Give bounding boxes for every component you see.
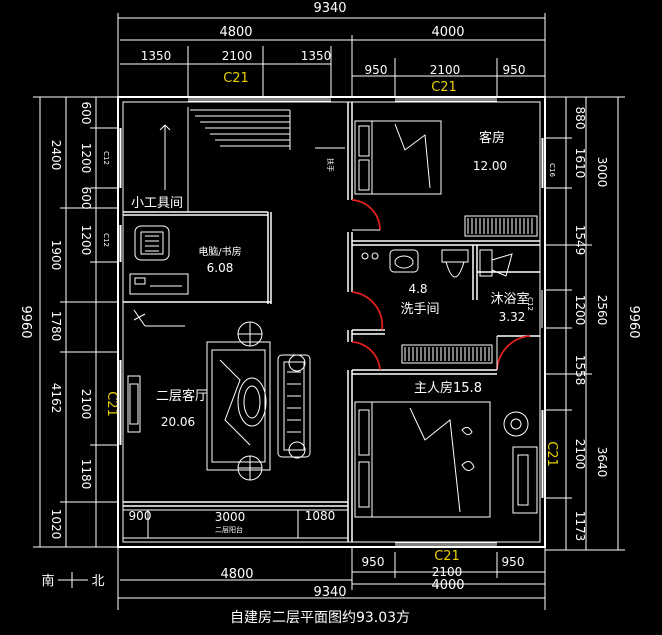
left-seg-b5: 2100 (79, 389, 93, 420)
interior-walls (123, 102, 540, 542)
balcony-seg-2: 3000 (215, 510, 246, 524)
left-seg-a5: 1020 (49, 509, 63, 540)
door-swings (351, 199, 531, 371)
top-left-dim: 4800 (219, 25, 252, 40)
exterior-walls (117, 96, 546, 548)
left-seg-b6: 1180 (79, 459, 93, 490)
compass-north: 北 (91, 574, 104, 589)
master-decor (461, 411, 538, 514)
bottom-dimension-lines (117, 547, 546, 610)
windows (119, 98, 544, 546)
left-seg-b1: 600 (79, 102, 93, 125)
bath-room-area: 3.32 (499, 310, 526, 324)
drawing-caption: 自建房二层平面图约93.03方 (230, 610, 410, 626)
wash-room-area: 4.8 (408, 282, 427, 296)
bottom-right-dim: 4000 (431, 578, 464, 593)
right-seg-b7: 1173 (573, 511, 587, 542)
wash-fixtures (361, 249, 513, 364)
tool-room-name: 小工具间 (131, 196, 183, 211)
right-total-dim: 9960 (626, 305, 641, 338)
guest-wardrobe (464, 215, 538, 237)
master-bed (354, 401, 491, 518)
window-label-c21-top-left: C21 (223, 71, 249, 86)
guest-room-area: 12.00 (473, 159, 507, 173)
compass-south: 南 (41, 573, 54, 589)
living-room-name: 二层客厅 (156, 388, 208, 404)
window-label-c21-bottom: C21 (434, 549, 460, 564)
top-seg-5: 2100 (430, 63, 461, 77)
door-leaves (352, 229, 498, 371)
guest-bed (354, 120, 442, 195)
window-label-c16: C16 (548, 163, 556, 177)
right-seg-b3: 1549 (573, 225, 587, 256)
compass-marker (58, 572, 88, 588)
right-seg-b5: 1558 (573, 355, 587, 386)
balcony-seg-1: 900 (129, 509, 152, 523)
left-seg-b4: 1200 (79, 225, 93, 256)
guest-room-name: 客房 (479, 130, 505, 146)
top-seg-6: 950 (503, 63, 526, 77)
left-seg-b2: 1200 (79, 143, 93, 174)
bottom-seg-5: 2100 (432, 565, 463, 579)
left-total-dim: 9960 (18, 305, 33, 338)
wall-notes (133, 309, 185, 327)
window-label-c21-left: C21 (104, 391, 119, 417)
right-seg-b6: 2100 (573, 439, 587, 470)
bottom-left-dim: 4800 (220, 567, 253, 582)
living-furniture (127, 321, 311, 481)
window-label-c21-right: C21 (544, 441, 559, 467)
balcony-seg-3: 1080 (305, 509, 336, 523)
right-seg-b4: 1200 (573, 295, 587, 326)
wash-room-name: 洗手间 (400, 302, 439, 317)
study-furniture (129, 225, 189, 295)
bath-room-name: 沐浴室 (490, 291, 529, 307)
top-seg-1: 1350 (141, 49, 172, 63)
bottom-total-dim: 9340 (313, 585, 346, 600)
right-seg-a3: 3640 (595, 447, 609, 478)
living-room-area: 20.06 (161, 415, 195, 429)
study-room-name: 电脑/书房 (198, 245, 241, 258)
balcony-rail (122, 509, 349, 539)
right-seg-a1: 3000 (595, 157, 609, 188)
left-seg-a4: 4162 (49, 383, 63, 414)
top-right-dim: 4000 (431, 25, 464, 40)
top-seg-2: 2100 (222, 49, 253, 63)
window-label-c12-bath: C12 (526, 297, 534, 311)
bottom-seg-4: 950 (362, 555, 385, 569)
top-seg-4: 950 (365, 63, 388, 77)
top-dimension-lines (117, 13, 546, 96)
left-dimension-lines (33, 96, 118, 548)
left-seg-a3: 1780 (49, 311, 63, 342)
bottom-seg-6: 950 (502, 555, 525, 569)
right-seg-b1: 880 (573, 107, 587, 130)
master-room-label: 主人房15.8 (414, 380, 482, 396)
study-room-area: 6.08 (207, 261, 234, 275)
window-label-c21-top-right: C21 (431, 80, 457, 95)
left-seg-b3: 600 (79, 187, 93, 210)
balcony-name: 二层阳台 (215, 525, 243, 534)
left-seg-a1: 2400 (49, 140, 63, 171)
right-dimension-lines (545, 96, 625, 551)
left-seg-a2: 1900 (49, 240, 63, 271)
window-label-c12-b: C12 (102, 233, 110, 247)
window-label-c12-a: C12 (102, 151, 110, 165)
top-seg-3: 1350 (301, 49, 332, 63)
right-seg-b2: 1610 (573, 148, 587, 179)
right-seg-a2: 2560 (595, 295, 609, 326)
stair-handrail-note: 扶手 (326, 158, 335, 172)
staircase (159, 107, 345, 212)
top-total-dim: 9340 (313, 1, 346, 16)
